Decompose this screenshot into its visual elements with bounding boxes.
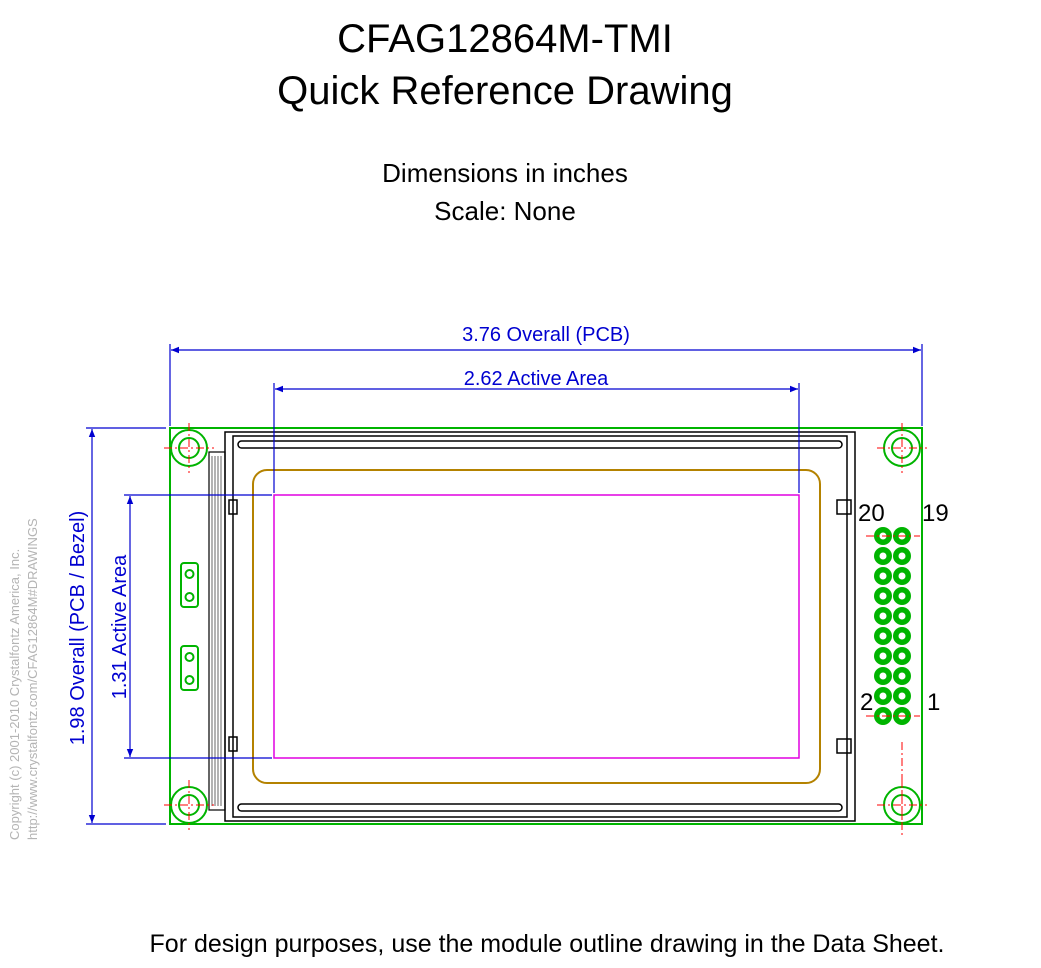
- copyright-block: Copyright (c) 2001-2010 Crystalfontz Ame…: [7, 518, 40, 840]
- pin-label-1: 1: [927, 689, 940, 716]
- connector-pin-hole: [879, 592, 887, 600]
- connector-pin-hole: [898, 672, 906, 680]
- active-area-outline: [273, 494, 800, 759]
- copyright-url: http://www.crystalfontz.com/CFAG12864M#D…: [25, 518, 40, 840]
- connector-pin-hole: [898, 552, 906, 560]
- dim-overall-width-label: 3.76 Overall (PCB): [462, 324, 630, 346]
- footer-note: For design purposes, use the module outl…: [150, 930, 945, 958]
- backlight-pad-lower: [180, 645, 199, 691]
- pcb-outline: [169, 427, 923, 825]
- connector-pin-hole: [879, 652, 887, 660]
- dim-active-height: [124, 494, 272, 759]
- connector-pin-hole: [898, 632, 906, 640]
- dim-active-width: [273, 383, 800, 493]
- connector-pin-hole: [898, 652, 906, 660]
- connector-pin-hole: [898, 692, 906, 700]
- pin-header: [874, 527, 911, 725]
- pin-label-20: 20: [858, 500, 885, 527]
- connector-pin-hole: [898, 612, 906, 620]
- backlight-pad-upper: [180, 562, 199, 608]
- dim-overall-width: [169, 344, 923, 426]
- dim-overall-height-label: 1.98 Overall (PCB / Bezel): [67, 511, 89, 746]
- connector-pin-hole: [898, 572, 906, 580]
- connector-pin-hole: [879, 572, 887, 580]
- drawing-subtitle: Quick Reference Drawing: [277, 69, 733, 113]
- dim-active-width-label: 2.62 Active Area: [464, 368, 609, 390]
- connector-pin-hole: [879, 692, 887, 700]
- flex-cable-hatch: [211, 456, 222, 806]
- copyright-line: Copyright (c) 2001-2010 Crystalfontz Ame…: [7, 549, 22, 840]
- pin-label-2: 2: [860, 689, 873, 716]
- mounting-hole-bottom-left: [164, 780, 214, 830]
- connector-pin-hole: [879, 672, 887, 680]
- connector-pin-hole: [879, 612, 887, 620]
- connector-pin-hole: [898, 592, 906, 600]
- scale-note: Scale: None: [434, 196, 576, 226]
- bezel-frame: [208, 431, 856, 822]
- drawing-title: CFAG12864M-TMI: [337, 17, 673, 61]
- dim-overall-height: [86, 427, 166, 825]
- connector-pin-hole: [879, 552, 887, 560]
- mounting-hole-top-left: [164, 423, 214, 473]
- connector-pin-hole: [879, 632, 887, 640]
- mounting-hole-top-right: [877, 423, 927, 473]
- pin1-centerline: [866, 535, 920, 838]
- bezel-slots: [237, 440, 843, 812]
- viewing-area-outline: [252, 469, 821, 784]
- dim-active-height-label: 1.31 Active Area: [109, 554, 131, 699]
- units-note: Dimensions in inches: [382, 158, 628, 188]
- pin-label-19: 19: [922, 500, 949, 527]
